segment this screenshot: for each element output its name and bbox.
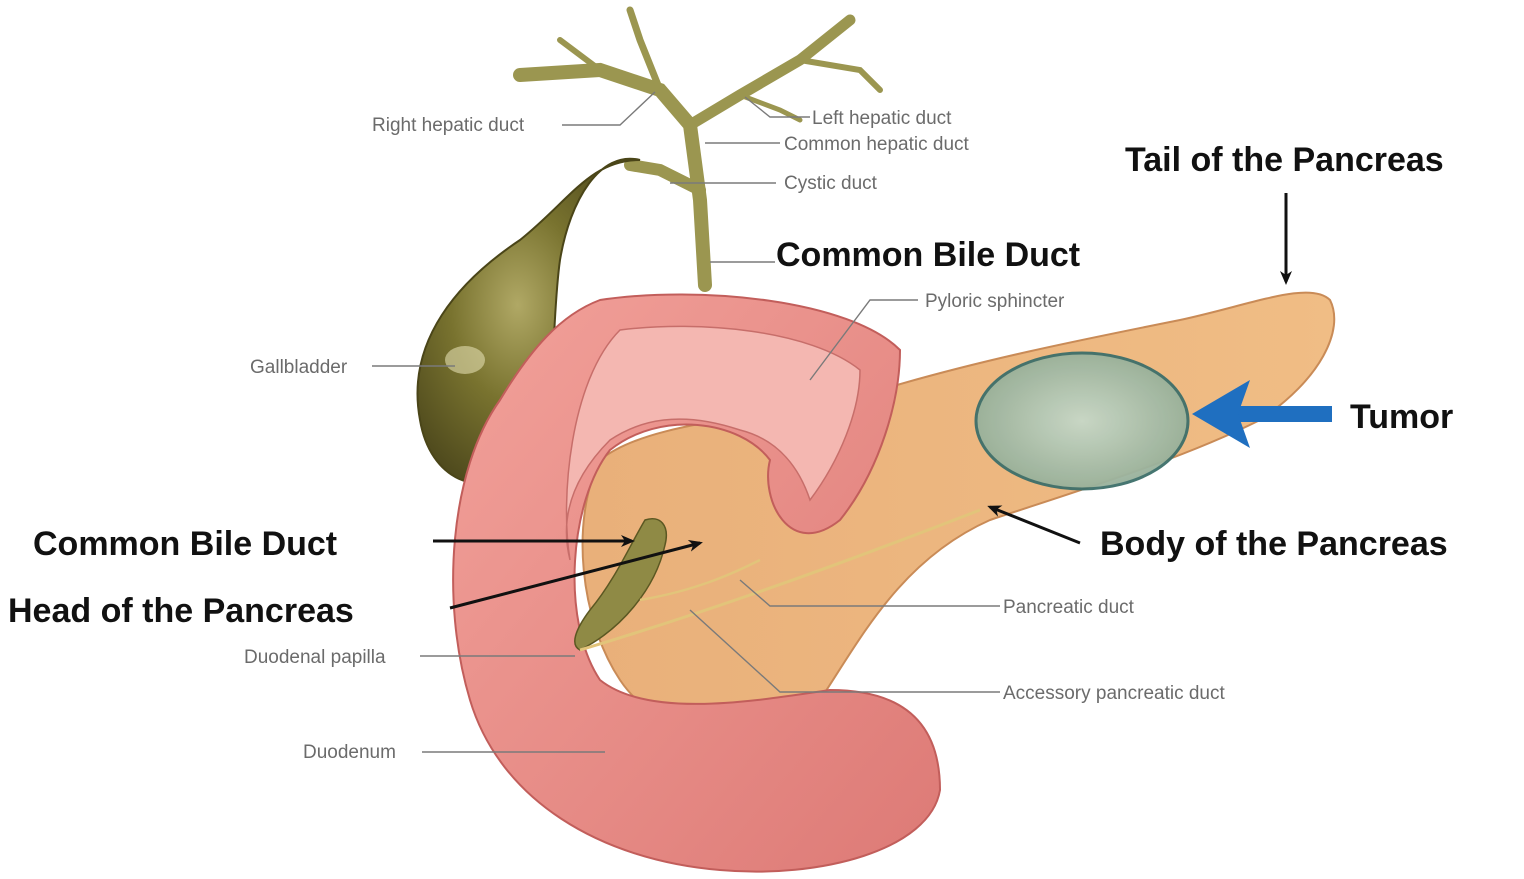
- callout-head-of-pancreas: Head of the Pancreas: [8, 592, 354, 630]
- label-pancreatic-duct: Pancreatic duct: [1003, 597, 1135, 618]
- label-pyloric-sphincter: Pyloric sphincter: [925, 291, 1065, 312]
- callout-common-bile-duct-top: Common Bile Duct: [776, 236, 1080, 274]
- callout-tumor: Tumor: [1350, 398, 1453, 436]
- label-cystic-duct: Cystic duct: [784, 173, 878, 194]
- label-accessory-pancreatic-duct: Accessory pancreatic duct: [1003, 683, 1225, 704]
- label-left-hepatic-duct: Left hepatic duct: [812, 108, 952, 129]
- label-gallbladder: Gallbladder: [250, 357, 348, 378]
- body-arrow: [990, 507, 1080, 543]
- tumor-shape: [976, 353, 1188, 489]
- label-right-hepatic-duct: Right hepatic duct: [372, 115, 525, 136]
- callout-tail-of-pancreas: Tail of the Pancreas: [1125, 141, 1444, 179]
- gallbladder-highlight: [445, 346, 485, 374]
- label-duodenum: Duodenum: [303, 742, 396, 763]
- label-duodenal-papilla: Duodenal papilla: [244, 647, 386, 668]
- label-common-hepatic-duct: Common hepatic duct: [784, 134, 970, 155]
- callout-body-of-pancreas: Body of the Pancreas: [1100, 525, 1448, 563]
- callout-common-bile-duct-left: Common Bile Duct: [33, 525, 337, 563]
